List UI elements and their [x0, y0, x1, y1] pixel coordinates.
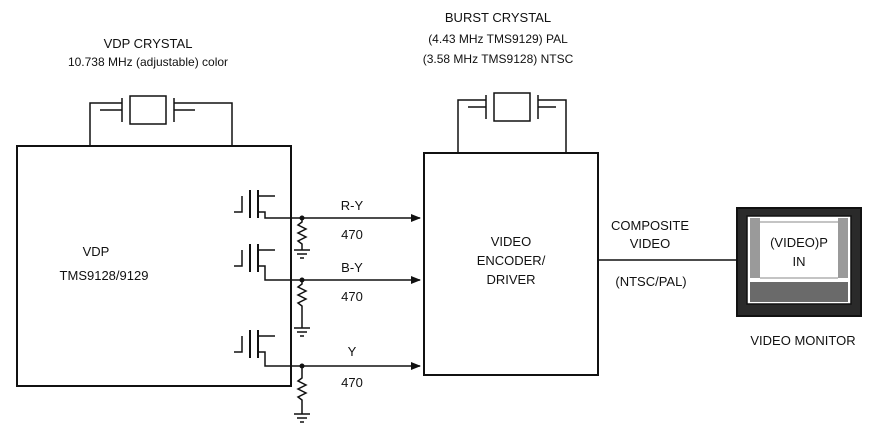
vdp-crystal-spec: 10.738 MHz (adjustable) color — [68, 55, 228, 69]
resistor-value-y: 470 — [341, 375, 363, 390]
composite-line-1: COMPOSITE — [611, 218, 689, 233]
monitor-caption: VIDEO MONITOR — [750, 333, 855, 348]
encoder-line-3: DRIVER — [486, 272, 535, 287]
resistor-y — [294, 363, 310, 423]
composite-standard: (NTSC/PAL) — [615, 274, 686, 289]
resistor-b-y — [294, 277, 310, 337]
composite-line-2: VIDEO — [630, 236, 670, 251]
signal-label-y: Y — [348, 344, 357, 359]
burst-crystal-ntsc: (3.58 MHz TMS9128) NTSC — [423, 52, 574, 66]
monitor-screen-line-1: (VIDEO)P — [770, 235, 828, 250]
resistor-r-y — [294, 215, 310, 259]
signal-label-b-y: B-Y — [341, 260, 363, 275]
monitor-screen-line-2: IN — [793, 254, 806, 269]
signal-label-r-y: R-Y — [341, 198, 364, 213]
vdp-crystal-title: VDP CRYSTAL — [104, 36, 193, 51]
resistor-value-r-y: 470 — [341, 227, 363, 242]
vdp-title: VDP — [83, 244, 110, 259]
video-monitor — [736, 207, 862, 317]
transistor-y — [234, 330, 302, 367]
encoder-line-1: VIDEO — [491, 234, 531, 249]
resistor-value-b-y: 470 — [341, 289, 363, 304]
vdp-part-number: TMS9128/9129 — [60, 268, 149, 283]
burst-crystal-pal: (4.43 MHz TMS9129) PAL — [428, 32, 568, 46]
vdp-crystal-symbol — [89, 95, 233, 146]
burst-crystal-symbol — [457, 92, 567, 153]
transistor-b-y — [234, 244, 302, 281]
transistor-r-y — [234, 190, 302, 219]
vdp-block — [16, 145, 292, 387]
encoder-line-2: ENCODER/ — [477, 253, 546, 268]
burst-crystal-title: BURST CRYSTAL — [445, 10, 551, 25]
video-encoder-block — [423, 152, 599, 376]
